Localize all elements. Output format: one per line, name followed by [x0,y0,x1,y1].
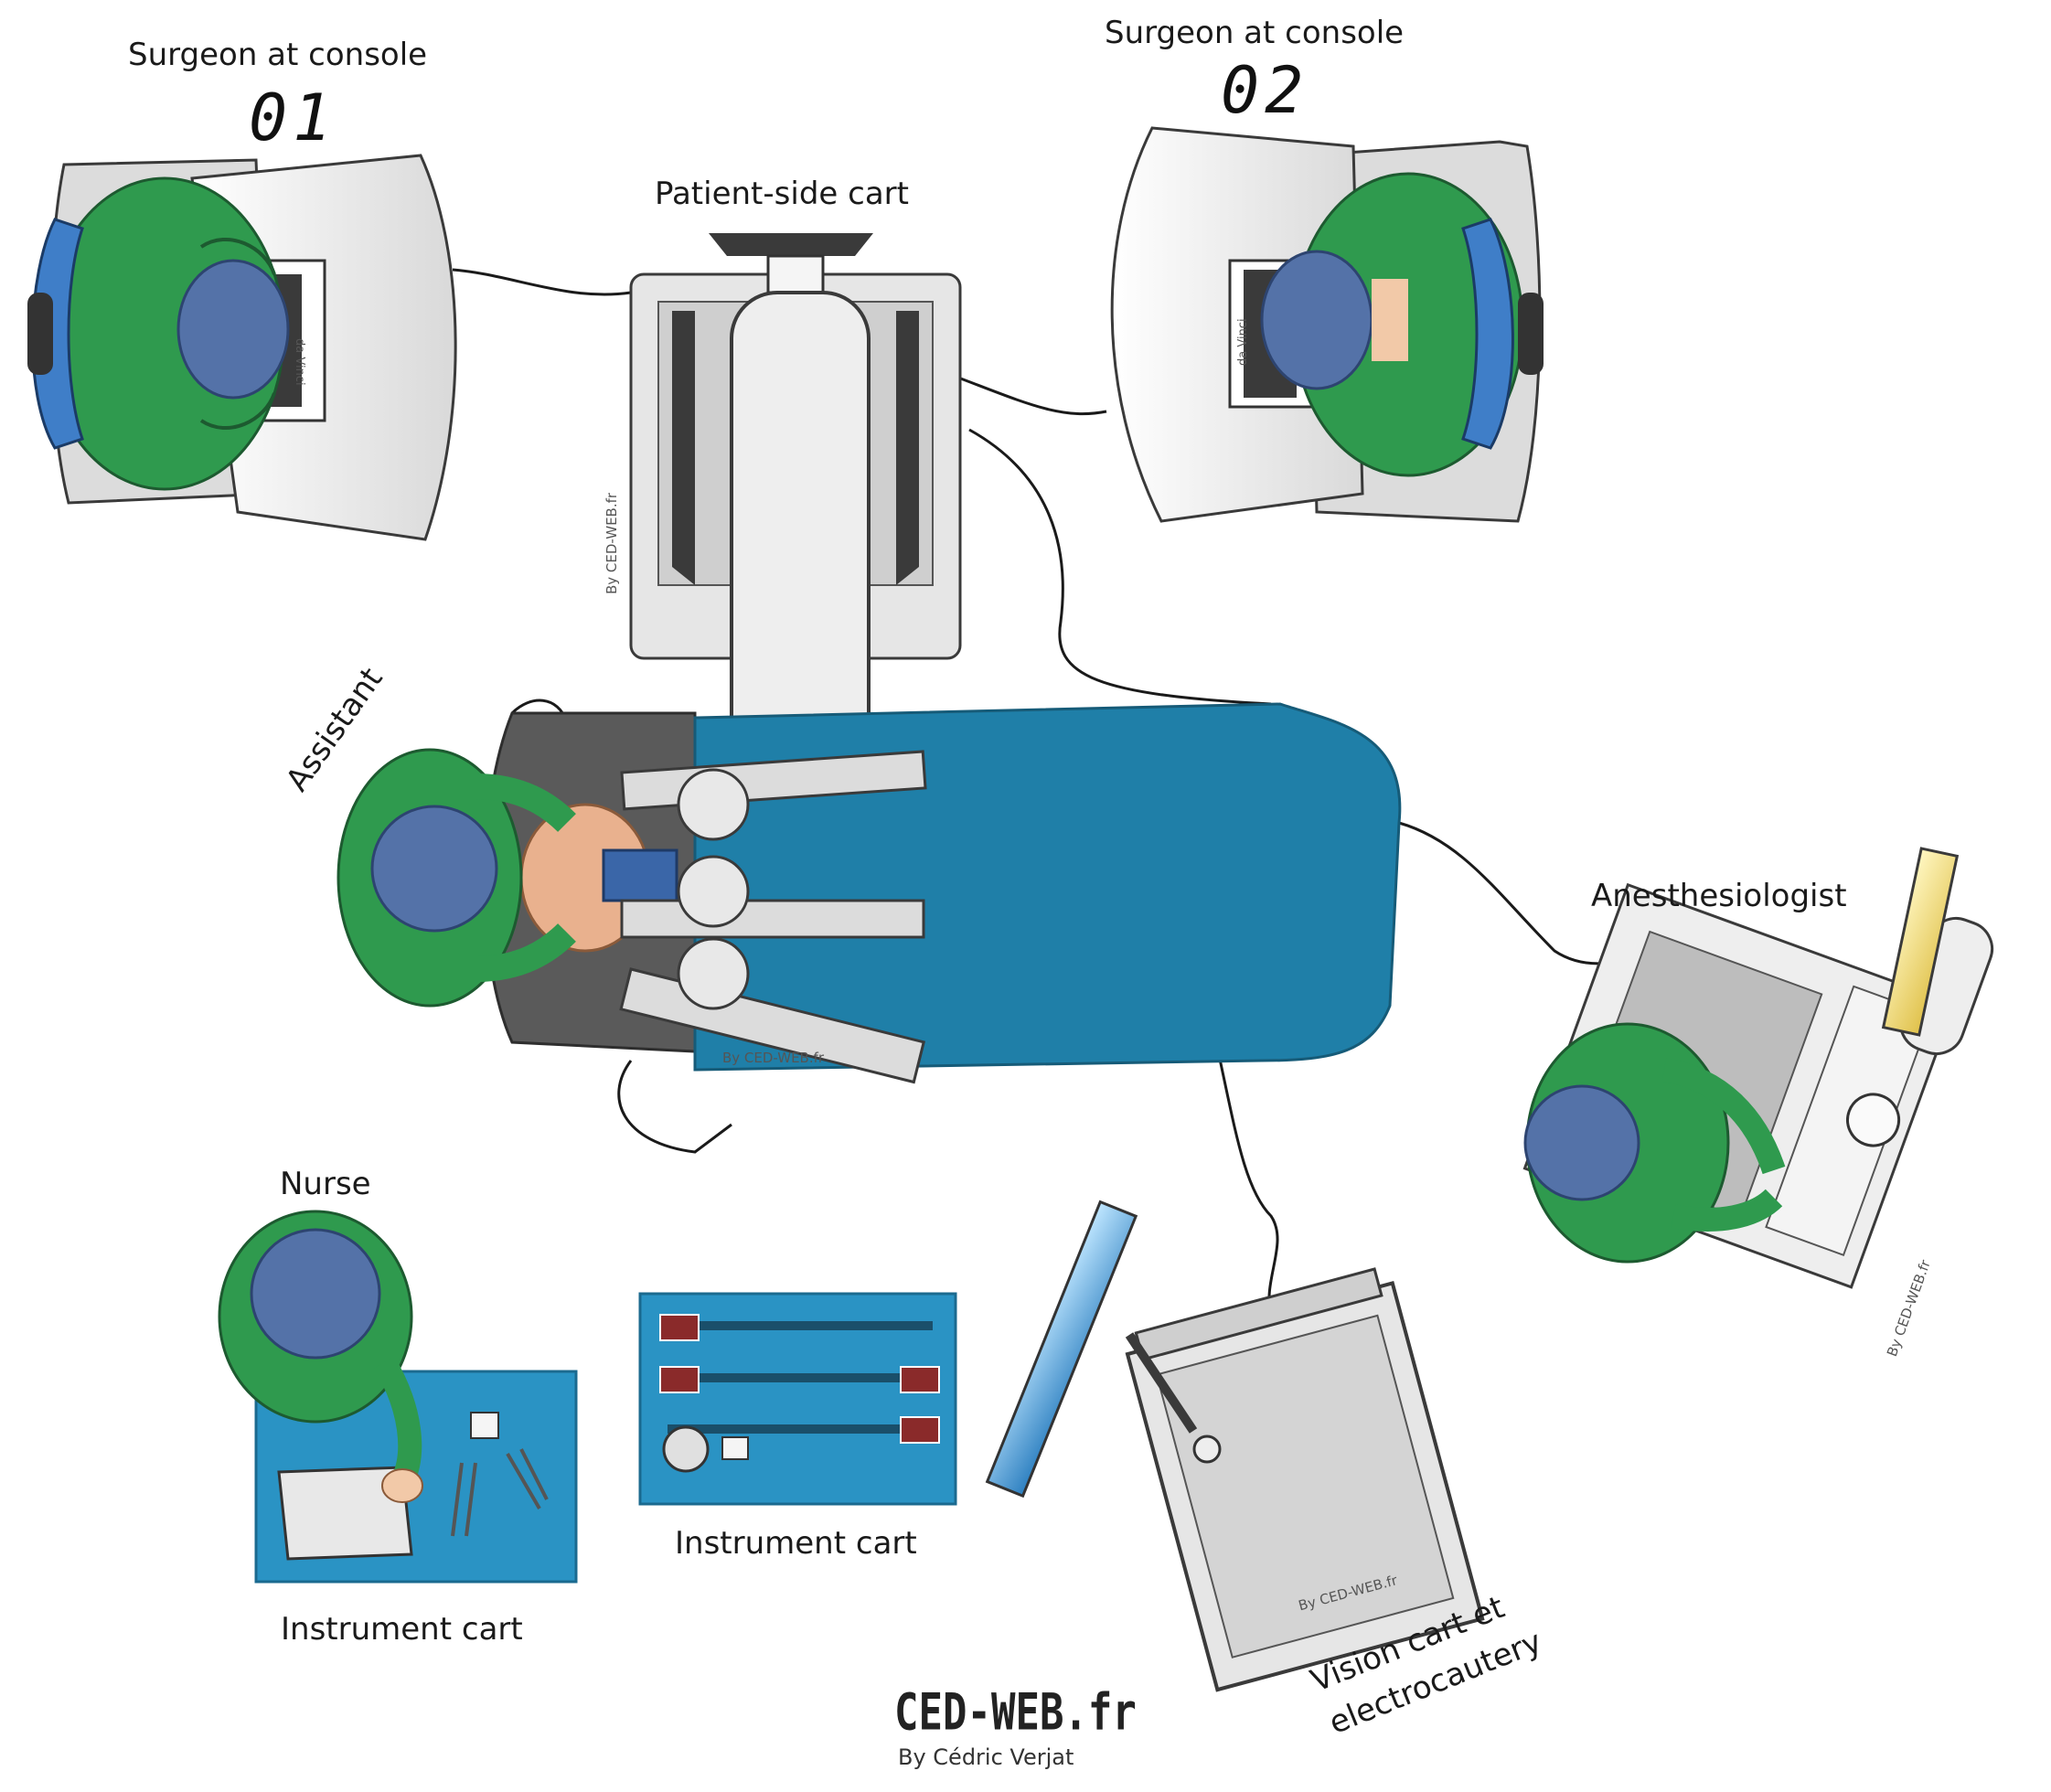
anesthesia-station [1522,847,1994,1289]
surgeon1-cap [176,259,290,400]
label-instrument-cart-left: Instrument cart [281,1611,523,1648]
console-2-brand: da Vinci [1236,318,1250,366]
assistant-figure [336,748,576,1008]
credit-brand: CED-WEB.fr [894,1683,1137,1743]
surgeon2-chair-back [1461,218,1514,450]
credit-author: By Cédric Verjat [898,1744,1074,1770]
surgeon-console-2 [1110,126,1544,523]
label-anesthesiologist: Anesthesiologist [1591,878,1847,914]
label-surgeon-1-number: 01 [249,80,337,155]
label-surgeon-2-number: 02 [1221,53,1309,128]
label-instrument-cart-center: Instrument cart [675,1525,917,1562]
center-instrument-cart [638,1292,957,1506]
label-surgeon-1: Surgeon at console [128,37,428,73]
label-patient-side-cart: Patient-side cart [655,176,909,212]
vision-monitor [985,1200,1138,1499]
nurse-figure [218,1210,423,1503]
console-1-brand: da Vinci [293,338,306,386]
patient-side-cart [629,233,962,944]
watermark-patient-cart: By CED-WEB.fr [604,492,620,594]
surgeon1-chair-back [31,218,84,450]
surgeon2-cap [1260,250,1373,390]
surgical-drape [693,702,1402,1072]
label-nurse: Nurse [280,1166,371,1202]
operating-table [483,702,1402,1084]
label-surgeon-2: Surgeon at console [1105,15,1405,51]
vision-cart [985,1200,1485,1692]
surgeon-console-1 [27,154,457,541]
watermark-table: By CED-WEB.fr [722,1050,825,1066]
